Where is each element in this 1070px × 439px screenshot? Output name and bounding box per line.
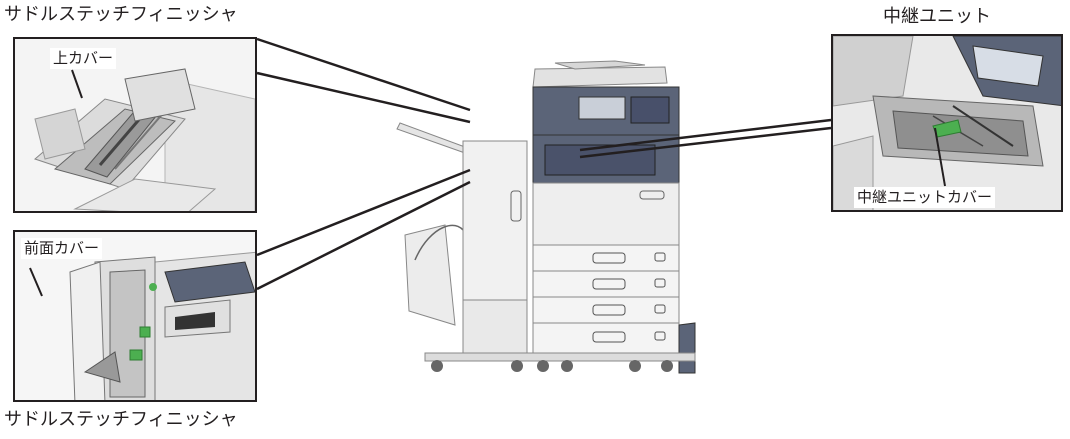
front-cover-callout: 前面カバー (13, 230, 257, 402)
saddle-stitch-finisher-label-top: サドルステッチフィニッシャ (4, 4, 238, 26)
top-cover-callout: 上カバー (13, 37, 257, 213)
saddle-stitch-finisher-label-bottom: サドルステッチフィニッシャ (4, 409, 238, 431)
main-printer-illustration (395, 55, 715, 375)
relay-unit-cover-tag: 中継ユニットカバー (854, 187, 995, 208)
relay-unit-photo (833, 36, 1063, 212)
relay-unit-label: 中継ユニット (883, 6, 991, 28)
top-cover-tag: 上カバー (50, 48, 116, 69)
relay-unit-callout: 中継ユニットカバー (831, 34, 1063, 212)
front-cover-tag: 前面カバー (21, 238, 102, 259)
